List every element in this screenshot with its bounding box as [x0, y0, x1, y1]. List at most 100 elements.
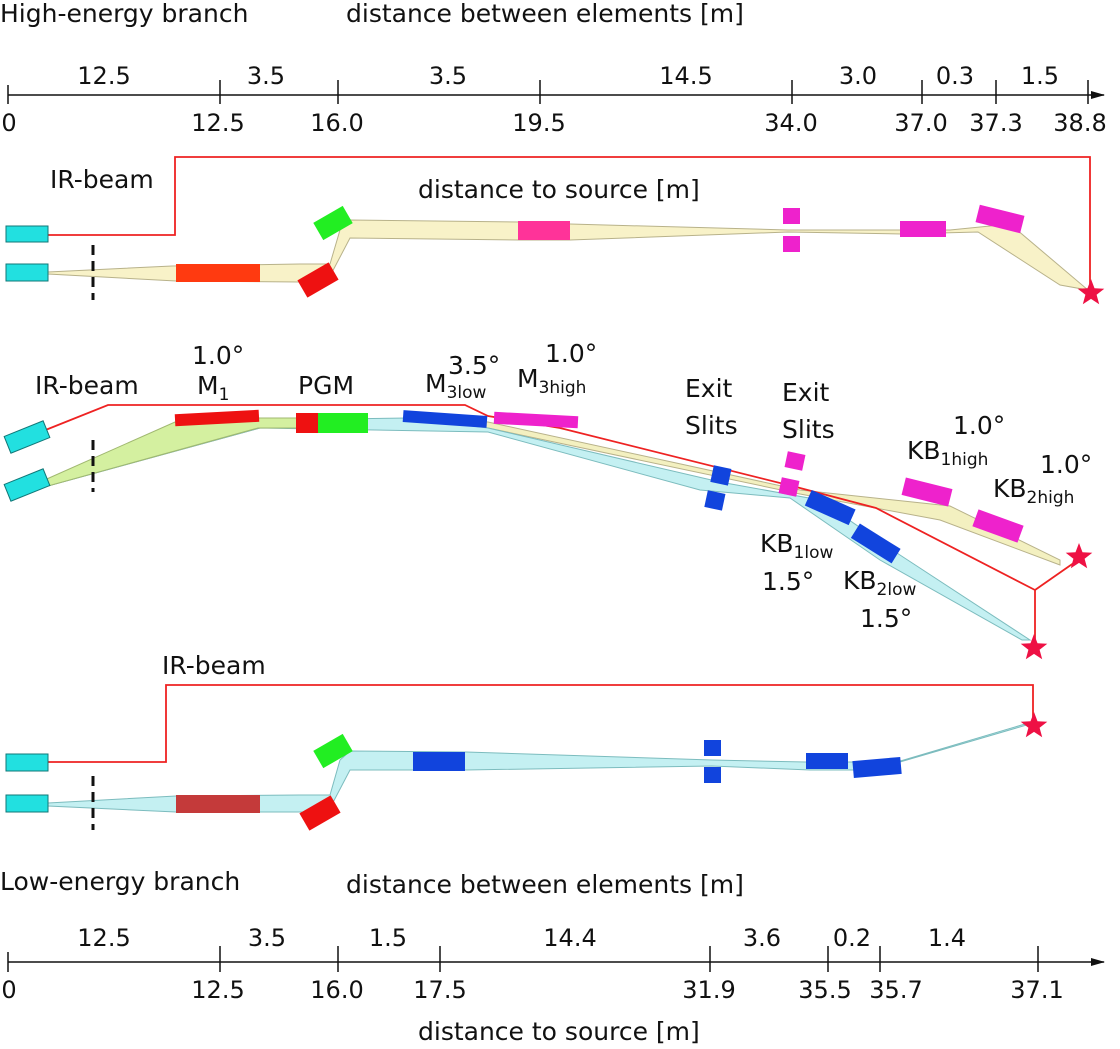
low-exit-slit-bottom: [704, 490, 726, 511]
high-segment-label: 0.3: [936, 62, 974, 90]
kb2high-label: KB2high: [993, 474, 1074, 508]
m3low-label: M3low: [425, 369, 487, 403]
m3high-label: M3high: [517, 364, 586, 398]
ir-source-low: [5, 753, 49, 772]
low-segment-label: 0.2: [833, 924, 871, 952]
pgm-grating: [297, 262, 339, 298]
high-ir-beam-label: IR-beam: [50, 165, 154, 194]
combined-schematic: IR-beam 1.0° M1 PGM 3.5° M3low 1.0°: [3, 339, 1093, 660]
mirror-m3low: [413, 752, 465, 771]
exit-slit-top: [783, 208, 800, 224]
pgm-label: PGM: [298, 371, 354, 400]
low-ir-beam-path: [48, 684, 1034, 763]
low-segment-label: 1.5: [369, 924, 407, 952]
low-segment-label: 3.6: [743, 924, 781, 952]
high-segment-label: 3.0: [839, 62, 877, 90]
mirror-kb1high: [900, 221, 946, 237]
high-tick-label: 0: [1, 109, 16, 137]
low-energy-axis: Low-energy branch distance between eleme…: [0, 867, 1105, 1046]
low-tick-label: 35.5: [798, 976, 851, 1004]
mirror-kb1low: [806, 753, 848, 769]
high-focus-star: [1077, 279, 1105, 305]
mirror-kb2high: [975, 204, 1025, 234]
high-tick-label: 38.8: [1053, 109, 1106, 137]
low-segment-label: 1.4: [928, 924, 966, 952]
high-segment-label: 12.5: [77, 62, 130, 90]
mirror-m3low-mid: [402, 410, 488, 428]
low-exit-slit-top-low: [704, 740, 721, 756]
high-energy-schematic: IR-beam distance to source [m]: [5, 156, 1105, 305]
mid-ir-beam-path: [37, 404, 1036, 640]
mirror-m3high-mid: [493, 411, 579, 429]
low-tick-label: 17.5: [413, 976, 466, 1004]
low-tick-label: 16.0: [310, 976, 363, 1004]
low-exit-slit-bottom-low: [704, 767, 721, 783]
ir-source: [5, 225, 49, 243]
mirror-m1: [176, 264, 260, 282]
mirror-kb1high-mid: [901, 477, 953, 507]
m1-label: M1: [197, 371, 229, 405]
high-tick-label: 16.0: [310, 109, 363, 137]
m3high-angle-label: 1.0°: [545, 339, 597, 368]
kb1low-angle-label: 1.5°: [762, 567, 814, 596]
green-beam-segment: [38, 417, 301, 487]
pgm-mirror: [313, 205, 353, 241]
high-tick-label: 37.0: [894, 109, 947, 137]
mirror-m1-mid: [174, 409, 260, 427]
high-branch-title: High-energy branch: [0, 0, 248, 28]
exit-slits-low-line2: Slits: [685, 411, 738, 440]
m3low-angle-label: 3.5°: [448, 351, 500, 380]
high-focus-star-mid: [1065, 543, 1093, 569]
mid-ir-beam-label: IR-beam: [35, 371, 139, 400]
kb1low-label: KB1low: [760, 529, 833, 563]
low-focus-star-mid: [1020, 634, 1048, 660]
low-tick-label: 31.9: [682, 976, 735, 1004]
low-tick-label: 0: [1, 976, 16, 1004]
high-segment-label: 3.5: [247, 62, 285, 90]
kb2low-angle-label: 1.5°: [860, 604, 912, 633]
low-tick-label: 35.7: [869, 976, 922, 1004]
high-between-title: distance between elements [m]: [346, 0, 744, 28]
mirror-kb2high-mid: [972, 509, 1024, 543]
high-tick-label: 12.5: [191, 109, 244, 137]
mirror-m3high: [518, 221, 570, 240]
low-tick-label: 37.1: [1010, 976, 1063, 1004]
kb1high-label: KB1high: [907, 436, 988, 470]
exit-slit-bottom: [783, 236, 800, 252]
low-segment-label: 3.5: [248, 924, 286, 952]
low-energy-schematic: IR-beam: [5, 651, 1048, 831]
kb1high-angle-label: 1.0°: [953, 411, 1005, 440]
mirror-m1-low: [176, 795, 260, 813]
high-exit-slit-bottom: [778, 477, 800, 497]
exit-slits-high-line2: Slits: [782, 415, 835, 444]
low-branch-title: Low-energy branch: [0, 867, 240, 896]
mirror-kb2low-mid: [850, 523, 901, 564]
high-segment-label: 3.5: [429, 62, 467, 90]
high-energy-axis: High-energy branch distance between elem…: [0, 0, 1107, 137]
pgm-grating-mid: [296, 413, 318, 433]
xray-source: [5, 263, 49, 282]
mirror-kb2low: [852, 756, 902, 779]
low-segment-label: 14.4: [543, 924, 596, 952]
xray-source-low: [5, 794, 49, 813]
high-tick-label: 37.3: [969, 109, 1022, 137]
high-ir-beam-path: [48, 156, 1091, 293]
high-segment-label: 14.5: [659, 62, 712, 90]
low-ir-beam-label: IR-beam: [162, 651, 266, 680]
low-between-title: distance between elements [m]: [346, 870, 744, 899]
pgm-mirror-mid: [318, 413, 368, 433]
mirror-kb1low-mid: [804, 490, 856, 526]
kb2low-label: KB2low: [843, 566, 916, 600]
low-segment-label: 12.5: [77, 924, 130, 952]
exit-slits-high-line1: Exit: [782, 378, 830, 407]
high-tick-label: 19.5: [512, 109, 565, 137]
low-focus-star: [1020, 712, 1048, 738]
low-tick-label: 12.5: [191, 976, 244, 1004]
high-segment-label: 1.5: [1021, 62, 1059, 90]
exit-slits-low-line1: Exit: [685, 374, 733, 403]
high-source-title: distance to source [m]: [418, 175, 700, 204]
pgm-mirror-low: [313, 733, 353, 769]
high-tick-label: 34.0: [764, 109, 817, 137]
high-exit-slit-top: [784, 451, 806, 471]
